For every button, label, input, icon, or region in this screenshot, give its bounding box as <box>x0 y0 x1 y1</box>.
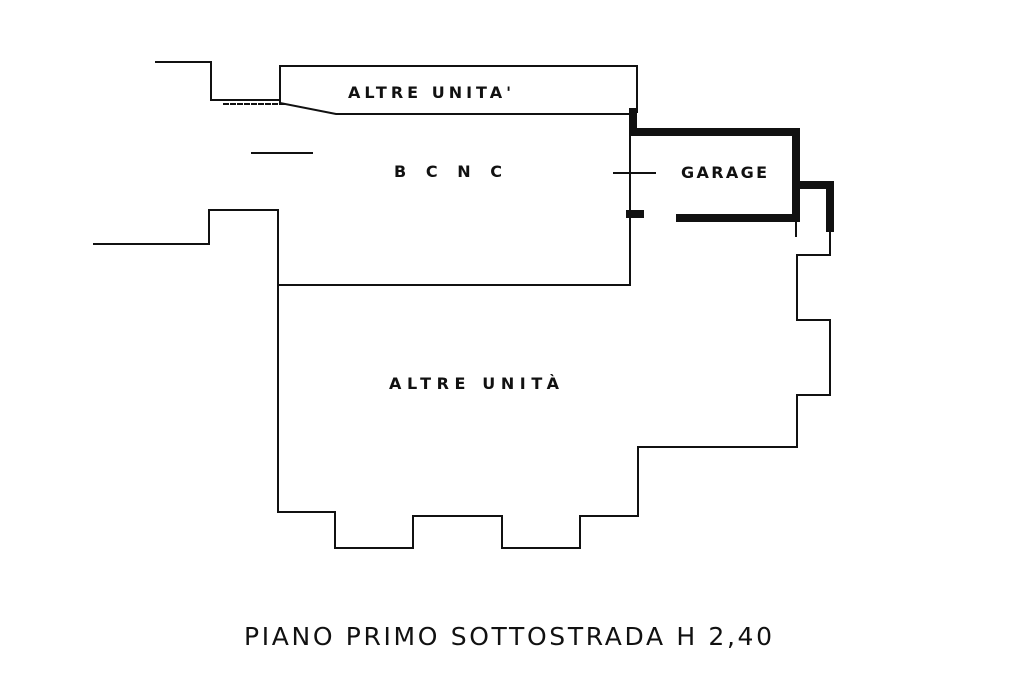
bcnc-outline <box>277 113 631 286</box>
label-garage: GARAGE <box>681 163 767 182</box>
label-altre-unita-bottom: ALTRE UNITÀ <box>389 374 560 393</box>
altre-unita-top-slant <box>278 101 631 115</box>
altre-unita-bottom-outline <box>277 254 831 549</box>
wall-lower-left-stub <box>93 209 279 284</box>
label-altre-unita-top: ALTRE UNITA' <box>348 83 511 102</box>
altre-unita-top-outline <box>279 65 638 113</box>
label-bcnc: B C N C <box>394 162 502 181</box>
wall-top-left-stub <box>155 61 281 101</box>
garage-wall-top <box>629 108 800 222</box>
garage-annex-wall <box>792 181 834 232</box>
plan-caption: PIANO PRIMO SOTTOSTRADA H 2,40 <box>244 622 772 651</box>
